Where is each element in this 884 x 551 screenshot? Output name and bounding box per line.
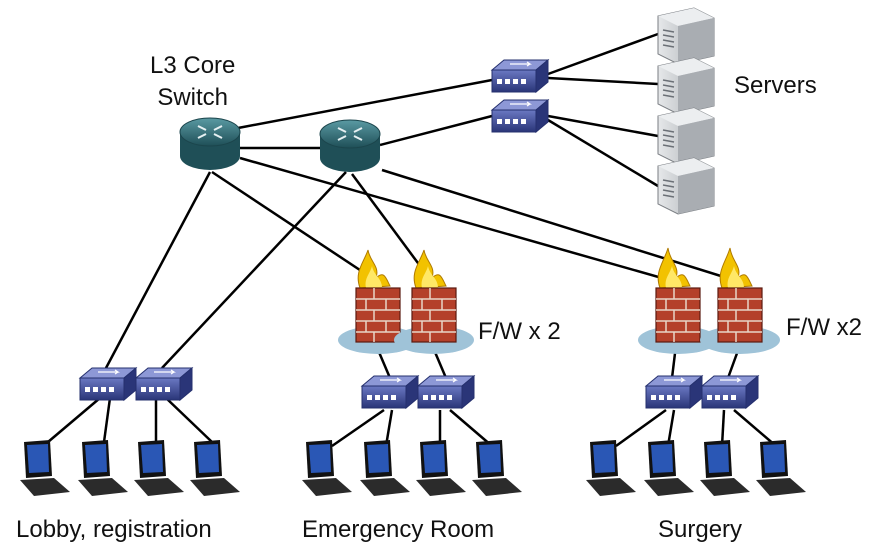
fw-surgery-label: F/W x2 — [786, 314, 862, 341]
fw-er-label: F/W x 2 — [478, 318, 561, 345]
link-core1-server-switch-1 — [237, 78, 493, 130]
laptop-icon — [756, 440, 806, 496]
link-ss1-server-1 — [547, 32, 659, 76]
link-ers2-laptop-4 — [449, 409, 493, 447]
link-core2-lobby-switch-2 — [161, 171, 347, 369]
link-ls1-laptop-1 — [47, 397, 101, 443]
firewall-icon — [638, 247, 718, 354]
server-icon — [657, 57, 715, 115]
router-icon — [319, 119, 381, 172]
link-core1-lobby-switch-1 — [104, 171, 212, 369]
server-icon — [657, 107, 715, 165]
server-icon — [657, 157, 715, 215]
switch-icon — [416, 374, 476, 410]
link-ss-b-laptop-4 — [733, 409, 777, 447]
firewall-icon — [338, 249, 418, 354]
switch-icon — [78, 366, 138, 402]
servers-label: Servers — [734, 72, 817, 99]
link-ss2-server-4 — [547, 118, 659, 188]
link-core1-fw-surgery-1 — [239, 156, 677, 284]
laptop-icon — [472, 440, 522, 496]
laptops — [20, 440, 806, 496]
switch-icon — [360, 374, 420, 410]
laptop-icon — [78, 440, 128, 496]
laptop-icon — [700, 440, 750, 496]
link-core2-fw-surgery-2 — [381, 168, 741, 284]
lobby-label: Lobby, registration — [16, 516, 212, 543]
link-ss-b-laptop-3 — [720, 409, 726, 447]
core-switch-label: L3 Core Switch — [150, 52, 236, 111]
firewall-icon — [700, 247, 780, 354]
router-icon — [179, 117, 241, 170]
laptop-icon — [20, 440, 70, 496]
switch-icon — [134, 366, 194, 402]
switch-icon — [490, 58, 550, 94]
link-ls1-laptop-2 — [102, 397, 112, 443]
laptop-icon — [302, 440, 352, 496]
link-ls2-laptop-4 — [165, 397, 213, 443]
surgery-label: Surgery — [658, 516, 743, 543]
link-ss-a-laptop-2 — [666, 409, 676, 447]
laptop-icon — [360, 440, 410, 496]
link-core1-fw-er-1 — [211, 170, 379, 284]
server-icon — [657, 7, 715, 65]
link-ss1-server-2 — [547, 76, 659, 86]
link-ers1-laptop-2 — [384, 409, 394, 447]
servers-group — [657, 7, 715, 215]
laptop-icon — [644, 440, 694, 496]
laptop-icon — [416, 440, 466, 496]
laptop-icon — [190, 440, 240, 496]
switch-icon — [700, 374, 760, 410]
switch-icon — [644, 374, 704, 410]
emergency-room-label: Emergency Room — [302, 516, 495, 543]
link-ss-a-laptop-1 — [615, 408, 667, 448]
firewall-icon — [394, 249, 474, 354]
switch-icon — [490, 98, 550, 134]
laptop-icon — [134, 440, 184, 496]
link-ers1-laptop-1 — [331, 408, 385, 448]
links — [47, 32, 777, 448]
laptop-icon — [586, 440, 636, 496]
link-ss2-server-3 — [547, 114, 659, 138]
link-core2-server-switch-2 — [379, 114, 493, 147]
